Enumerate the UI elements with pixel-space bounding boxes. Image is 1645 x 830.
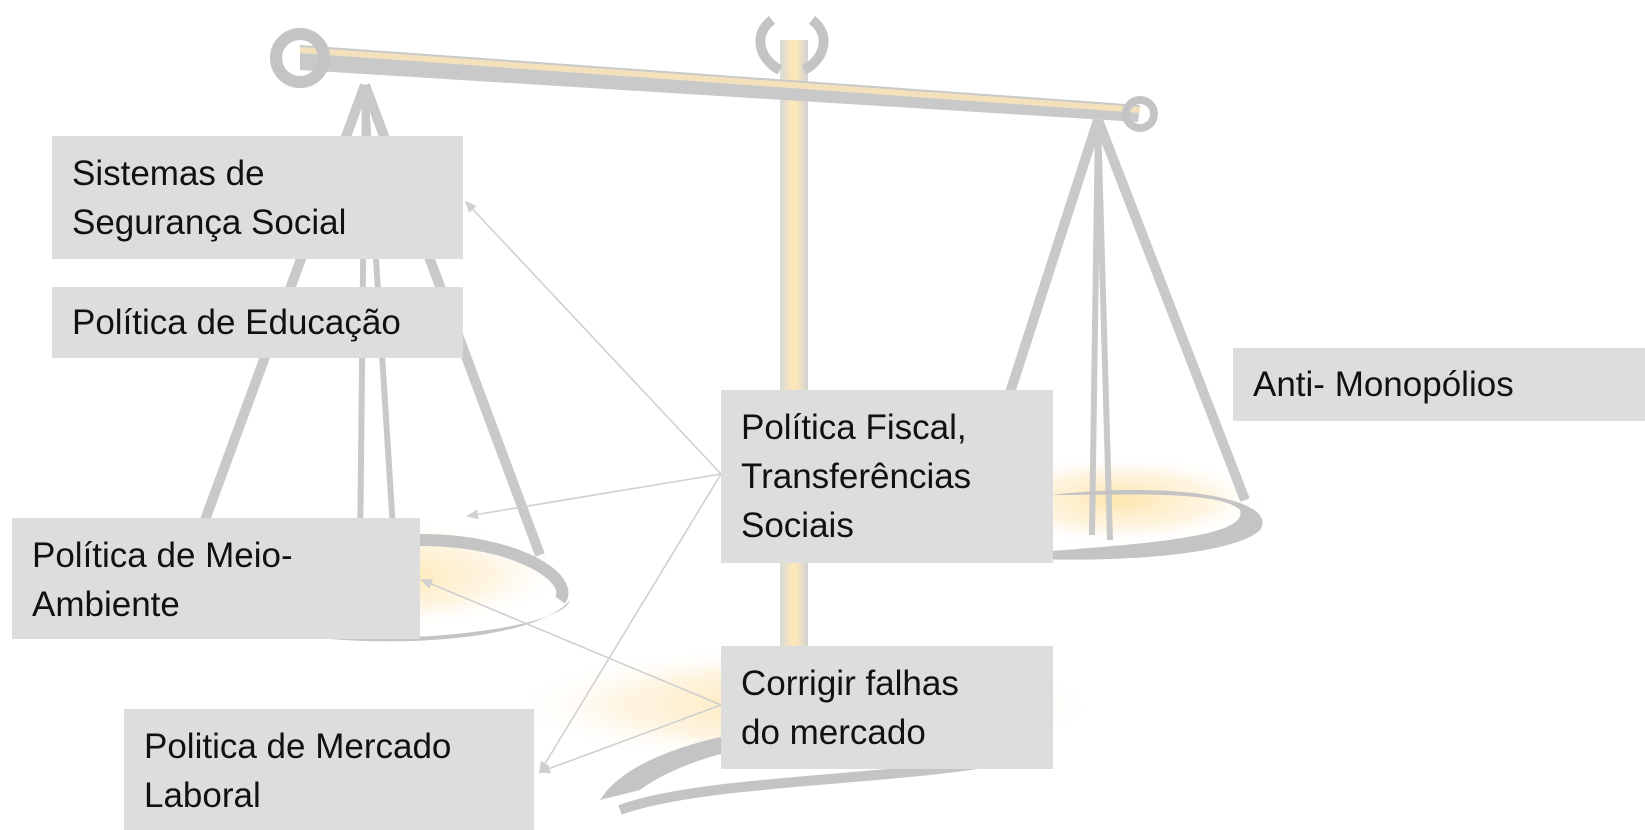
fiscal-policy-line-2: Transferências: [741, 457, 972, 496]
anti-monopoly-line-1: Anti- Monopólios: [1253, 365, 1514, 404]
social-security-box: Sistemas de Segurança Social: [52, 136, 463, 259]
market-failures-box: Corrigir falhas do mercado: [721, 646, 1053, 769]
social-security-line-2: Segurança Social: [72, 203, 347, 242]
right-pan-strings: [980, 118, 1250, 541]
scale-beam: [270, 28, 1158, 132]
labor-market-line-1: Politica de Mercado: [144, 727, 452, 766]
right-pan: [1000, 489, 1263, 560]
labor-market-line-2: Laboral: [144, 776, 261, 815]
fiscal-policy-line-3: Sociais: [741, 506, 854, 545]
fiscal-policy-box: Política Fiscal, Transferências Sociais: [721, 390, 1053, 563]
education-line-1: Política de Educação: [72, 303, 401, 342]
environment-box: Política de Meio- Ambiente: [12, 518, 420, 639]
environment-line-1: Política de Meio-: [32, 536, 293, 575]
fiscal-policy-line-1: Política Fiscal,: [741, 408, 967, 447]
education-box: Política de Educação: [52, 287, 463, 358]
anti-monopoly-box: Anti- Monopólios: [1233, 348, 1645, 421]
market-failures-line-2: do mercado: [741, 713, 926, 752]
market-failures-line-1: Corrigir falhas: [741, 664, 959, 703]
social-security-line-1: Sistemas de: [72, 154, 265, 193]
environment-line-2: Ambiente: [32, 585, 180, 624]
labor-market-box: Politica de Mercado Laboral: [124, 709, 534, 830]
